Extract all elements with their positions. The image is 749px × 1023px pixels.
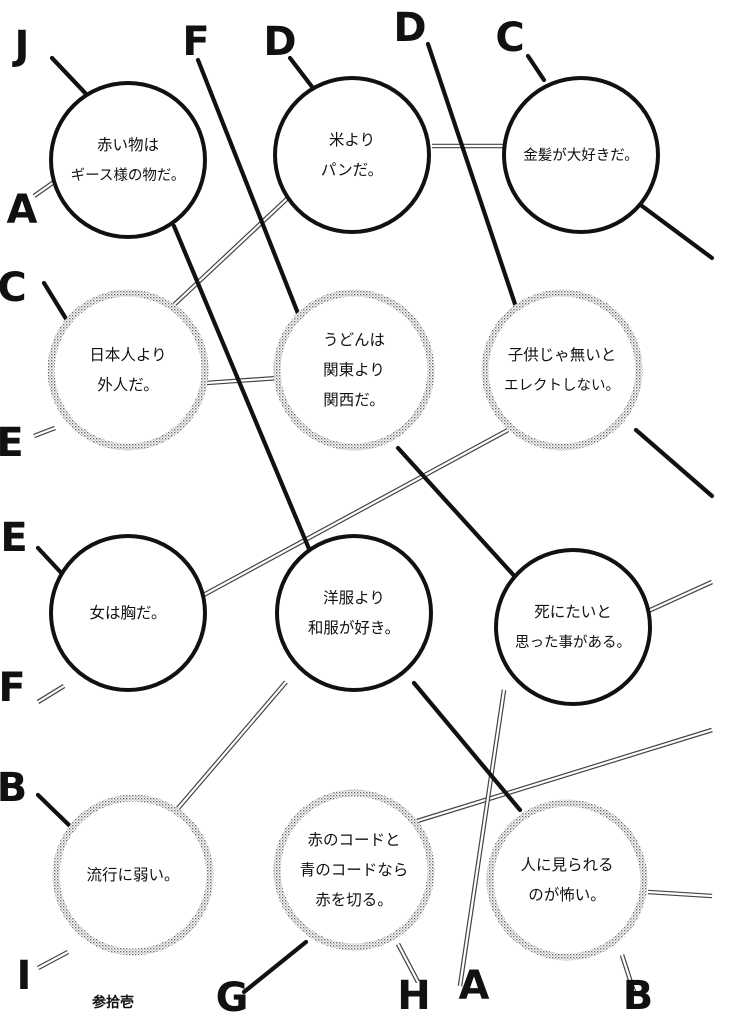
node-circle-screentone <box>486 799 648 961</box>
node-text-line: 米より <box>329 131 375 149</box>
double-connector-line <box>33 425 56 439</box>
node-circle-solid <box>273 76 431 234</box>
node-text-line: 思った事がある。 <box>515 634 631 651</box>
node-text-line: 赤を切る。 <box>315 891 393 909</box>
solid-connector-line <box>631 197 715 261</box>
double-connector-line <box>395 942 421 984</box>
solid-connector-line <box>41 280 71 325</box>
solid-connector-line <box>395 445 521 583</box>
solid-connector-line <box>525 53 547 83</box>
node-circle-solid <box>49 534 207 692</box>
endpoint-letter-h: H <box>397 973 430 1019</box>
double-connector-line <box>647 889 713 899</box>
node-text-line: 女は胸だ。 <box>89 603 166 622</box>
solid-connector-lines <box>35 41 715 995</box>
node-text-line: ギース様の物だ。 <box>71 167 186 184</box>
statement-node: 金髪が大好きだ。 <box>502 76 660 234</box>
node-text-line: 青のコードなら <box>300 861 409 879</box>
endpoint-letter-c: C <box>0 265 27 311</box>
endpoint-letter-d: D <box>393 5 426 51</box>
node-circle-solid <box>494 548 652 706</box>
solid-connector-line <box>633 427 715 499</box>
solid-connector-line <box>35 792 75 831</box>
endpoint-letter-f: F <box>182 19 209 65</box>
double-connector-line <box>645 579 713 615</box>
node-circle-screentone <box>47 289 209 451</box>
double-connector-line <box>166 680 288 822</box>
solid-connector-line <box>425 41 525 328</box>
endpoint-letter-e: E <box>0 515 27 561</box>
endpoint-letter-f: F <box>0 665 26 711</box>
node-text-line: 日本人より <box>89 346 166 364</box>
node-circle-screentone <box>481 289 643 451</box>
node-text-line: 流行に弱い。 <box>86 866 179 884</box>
node-circle-screentone <box>52 794 214 956</box>
node-circle-solid <box>49 81 207 239</box>
node-text-line: 子供じゃ無いと <box>508 346 617 364</box>
statement-nodes: 赤い物はギース様の物だ。米よりパンだ。金髪が大好きだ。日本人より外人だ。うどんは… <box>47 76 660 961</box>
node-text-line: 和服が好き。 <box>308 619 400 637</box>
node-text-line: 関東より <box>323 361 385 379</box>
endpoint-letter-e: E <box>0 420 24 466</box>
endpoint-letter-i: I <box>17 953 32 999</box>
node-text-line: 外人だ。 <box>97 376 159 394</box>
solid-connector-line <box>241 939 309 995</box>
solid-connector-line <box>171 223 315 559</box>
double-connector-line <box>158 194 292 320</box>
solid-connector-line <box>195 57 302 319</box>
node-text-line: 洋服より <box>323 589 385 607</box>
node-text-line: のが怖い。 <box>528 886 606 904</box>
node-text-line: パンだ。 <box>321 161 383 179</box>
endpoint-letter-c: C <box>495 15 524 61</box>
endpoint-letter-g: G <box>216 975 249 1021</box>
double-connector-line <box>32 180 56 198</box>
node-text-line: 赤のコードと <box>307 831 400 849</box>
node-text-line: 赤い物は <box>97 136 159 154</box>
double-connector-line <box>196 427 510 601</box>
endpoint-letter-d: D <box>263 19 296 65</box>
statement-node: 流行に弱い。 <box>52 794 214 956</box>
endpoint-letter-a: A <box>459 963 490 1009</box>
node-text-line: エレクトしない。 <box>504 377 620 394</box>
endpoint-letter-b: B <box>0 765 27 811</box>
node-circle-solid <box>502 76 660 234</box>
node-text-line: うどんは <box>323 331 385 349</box>
solid-connector-line <box>49 55 91 99</box>
node-text-line: 関西だ。 <box>323 391 385 409</box>
solid-connector-line <box>411 680 523 813</box>
double-connector-line <box>457 689 507 987</box>
double-connector-line <box>413 727 713 825</box>
node-text-line: 人に見られる <box>520 856 613 874</box>
endpoint-letter-a: A <box>7 187 38 233</box>
endpoint-letter-b: B <box>623 973 654 1019</box>
double-connector-line <box>205 375 279 386</box>
solid-connector-line <box>287 55 319 95</box>
node-circle-screentone <box>273 289 435 451</box>
node-text-line: 死にたいと <box>534 603 612 621</box>
node-circle-screentone <box>273 789 435 951</box>
node-circle-solid <box>275 534 433 692</box>
double-connector-line <box>36 949 70 971</box>
node-text-line: 金髪が大好きだ。 <box>523 147 639 164</box>
double-connector-lines <box>32 143 713 993</box>
page-number: 参拾壱 <box>92 995 134 1011</box>
double-connector-line <box>36 684 66 704</box>
double-connector-line <box>619 954 637 993</box>
endpoint-letter-j: J <box>12 23 30 69</box>
statement-node: 女は胸だ。 <box>49 534 207 692</box>
